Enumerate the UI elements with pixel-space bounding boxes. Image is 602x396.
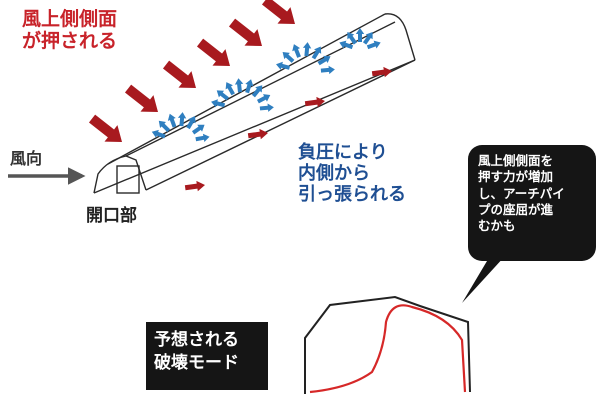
blue-suction-arrow — [251, 85, 263, 98]
blue-suction-arrow — [282, 52, 295, 63]
blue-suction-arrow — [320, 65, 335, 75]
blue-suction-arrow — [256, 94, 271, 104]
original-arch-profile — [304, 295, 471, 394]
blue-suction-arrow — [158, 120, 171, 133]
tunnel-base-line — [93, 59, 416, 194]
blue-suction-arrow — [347, 31, 358, 45]
blue-suction-arrow — [292, 44, 301, 58]
failure-mode-section — [304, 256, 505, 394]
blue-suction-arrow — [317, 55, 331, 66]
blue-suction-arrow — [225, 82, 235, 96]
blue-suction-arrow — [195, 133, 210, 142]
negative-pressure-label: 負圧により 内側から 引っ張られる — [298, 142, 406, 206]
red-push-arrow — [247, 128, 268, 140]
red-push-arrow — [162, 60, 196, 88]
red-push-arrow — [184, 180, 205, 192]
suction-arrows — [151, 28, 381, 142]
callout-pointer — [462, 256, 505, 303]
blue-suction-arrow — [276, 61, 291, 70]
red-push-arrow — [124, 84, 158, 112]
opening-door — [116, 165, 140, 194]
wind-direction-label: 風向 — [10, 149, 43, 168]
red-push-arrow — [228, 18, 262, 46]
tunnel-back-arch — [384, 13, 416, 61]
red-push-arrow — [196, 38, 230, 66]
callout-bubble: 風上側側面を 押す力が増加 し、アーチパイ プの座屈が進 むかも — [468, 145, 596, 261]
failure-mode-label: 予想される 破壊モード — [146, 322, 268, 390]
blue-suction-arrow — [211, 99, 226, 108]
red-push-arrow — [88, 114, 122, 142]
inner-pressure-arrows — [184, 66, 392, 192]
blue-suction-arrow — [167, 113, 177, 128]
blue-suction-arrow — [366, 40, 381, 50]
blue-suction-arrow — [355, 28, 365, 42]
red-push-arrow — [304, 96, 325, 108]
blue-suction-arrow — [245, 79, 254, 94]
blue-suction-arrow — [151, 129, 166, 139]
opening-label: 開口部 — [86, 206, 137, 226]
blue-suction-arrow — [191, 124, 205, 135]
windward-pressure-label: 風上側側面 が押される — [22, 8, 118, 53]
blue-suction-arrow — [259, 103, 274, 112]
deformed-arch-profile — [309, 304, 467, 394]
blue-suction-arrow — [186, 116, 196, 130]
tunnel-lower-side — [145, 59, 416, 191]
blue-suction-arrow — [216, 90, 230, 101]
blue-suction-arrow — [234, 78, 244, 93]
blue-suction-arrow — [311, 46, 322, 60]
red-push-arrow — [371, 66, 392, 78]
red-push-arrow — [261, 0, 295, 24]
blue-suction-arrow — [177, 112, 187, 127]
blue-suction-arrow — [339, 40, 354, 50]
windward-pressure-arrows — [88, 0, 295, 142]
blue-suction-arrow — [302, 42, 312, 57]
blue-suction-arrow — [362, 31, 373, 45]
